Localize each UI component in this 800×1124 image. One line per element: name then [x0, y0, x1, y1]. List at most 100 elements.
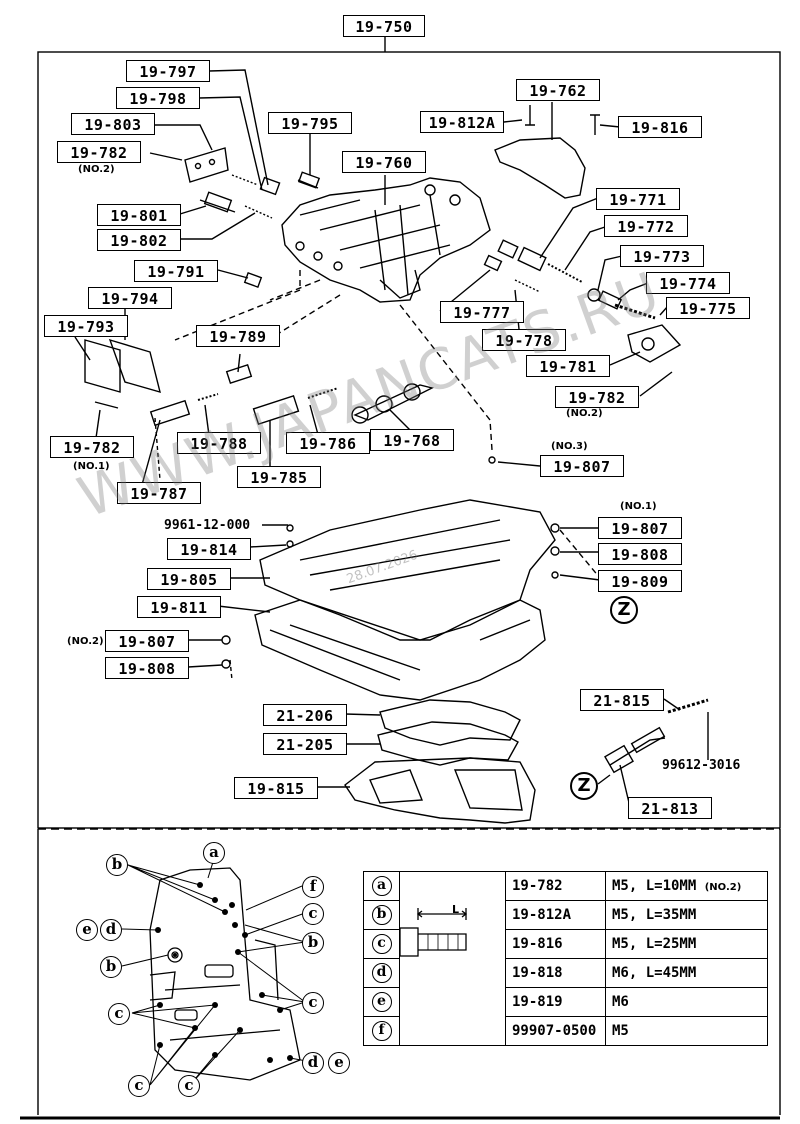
part-label: 21-815 — [580, 689, 664, 711]
part-number-text: 99612-3016 — [662, 758, 741, 773]
part-label: 19-782 — [50, 436, 134, 458]
part-label: 19-793 — [44, 315, 128, 337]
assembly-label: 19-750 — [343, 15, 425, 37]
part-number-cell: 19-819 — [505, 987, 606, 1017]
part-label: 19-768 — [370, 429, 454, 451]
table-row: f 99907-0500 M5 — [363, 1016, 768, 1046]
spec-cell: M5, L=10MM (NO.2) — [605, 871, 768, 901]
plan-marker: c — [302, 903, 324, 925]
part-label: 19-805 — [147, 568, 231, 590]
part-label: 19-782 — [555, 386, 639, 408]
part-label: 19-815 — [234, 777, 318, 799]
plan-marker: f — [302, 876, 324, 898]
spec-cell: M5 — [605, 1016, 768, 1046]
part-label: 19-785 — [237, 466, 321, 488]
part-label: 19-808 — [105, 657, 189, 679]
separator-19-793 — [84, 339, 121, 393]
part-label: 19-797 — [126, 60, 210, 82]
part-label: 21-206 — [263, 704, 347, 726]
part-label: 19-807 — [598, 517, 682, 539]
part-label: 19-777 — [440, 301, 524, 323]
part-number-cell: 19-818 — [505, 958, 606, 988]
plan-marker: b — [302, 932, 324, 954]
part-label: 21-813 — [628, 797, 712, 819]
part-label: 19-809 — [598, 570, 682, 592]
bolt-spec-table: a L 19-782 M5, L=10MM (NO.2) b 19-812A M… — [363, 871, 768, 1046]
zone-marker-z: Z — [610, 596, 638, 624]
part-note: (NO.2) — [67, 636, 104, 647]
spec-cell: M6, L=45MM — [605, 958, 768, 988]
part-label: 19-816 — [618, 116, 702, 138]
upper-valve-body — [281, 177, 491, 303]
table-row: d 19-818 M6, L=45MM — [363, 958, 768, 988]
table-row: b 19-812A M5, L=35MM — [363, 900, 768, 930]
part-label: 19-778 — [482, 329, 566, 351]
part-number-cell: 19-812A — [505, 900, 606, 930]
part-label: 19-814 — [167, 538, 251, 560]
part-label: 19-798 — [116, 87, 200, 109]
table-row: c 19-816 M5, L=25MM — [363, 929, 768, 959]
plan-marker: e — [76, 919, 98, 941]
plan-marker: a — [203, 842, 225, 864]
row-key-cell: e — [363, 987, 400, 1017]
plan-marker: b — [106, 854, 128, 876]
part-label: 19-774 — [646, 272, 730, 294]
plan-view-diagram — [149, 867, 301, 1081]
part-label: 19-782 — [57, 141, 141, 163]
part-label: 19-808 — [598, 543, 682, 565]
part-number-cell: 19-782 — [505, 871, 606, 901]
part-label: 19-794 — [88, 287, 172, 309]
bolt-spec: M5, L=10MM — [612, 878, 697, 894]
part-label: 19-807 — [540, 455, 624, 477]
part-note: (NO.1) — [620, 501, 657, 512]
part-number-cell: 99907-0500 — [505, 1016, 606, 1046]
spec-cell: M5, L=25MM — [605, 929, 768, 959]
part-label: 19-771 — [596, 188, 680, 210]
zone-marker-z: Z — [570, 772, 598, 800]
separator-19-794 — [108, 338, 161, 394]
part-label: 19-802 — [97, 229, 181, 251]
diagram-frame — [37, 51, 781, 829]
plan-marker: c — [178, 1075, 200, 1097]
plate-screws — [525, 105, 600, 135]
bolt-sketch-cell: L — [399, 871, 506, 1046]
separator-plate-19-805 — [259, 499, 556, 641]
row-key-cell: c — [363, 929, 400, 959]
spec-cell: M6 — [605, 987, 768, 1017]
row-key: c — [371, 934, 392, 954]
part-label: 19-787 — [117, 482, 201, 504]
part-label: 19-773 — [620, 245, 704, 267]
row-key-cell: f — [363, 1016, 400, 1046]
part-label: 19-811 — [137, 596, 221, 618]
lower-valve-body-19-811 — [254, 599, 546, 701]
oil-strainer-19-815 — [344, 757, 536, 824]
row-key: f — [371, 1021, 392, 1041]
part-label: 21-205 — [263, 733, 347, 755]
part-label: 19-789 — [196, 325, 280, 347]
row-key: b — [371, 905, 392, 925]
row-key: e — [371, 992, 392, 1012]
part-note: (NO.3) — [551, 441, 588, 452]
plan-marker: b — [100, 956, 122, 978]
part-label: 19-803 — [71, 113, 155, 135]
part-label: 19-786 — [286, 432, 370, 454]
bolt-note: (NO.2) — [704, 882, 742, 893]
cover-plate-19-762 — [494, 137, 586, 199]
table-row: a L 19-782 M5, L=10MM (NO.2) — [363, 871, 768, 1046]
part-label: 19-795 — [268, 112, 352, 134]
part-note: (NO.1) — [73, 461, 110, 472]
part-label: 19-791 — [134, 260, 218, 282]
part-label: 19-760 — [342, 151, 426, 173]
plan-marker: d — [100, 919, 122, 941]
part-label: 19-812A — [420, 111, 504, 133]
row-key: a — [371, 876, 392, 896]
end-plate-19-781 — [627, 324, 682, 363]
row-key-cell: d — [363, 958, 400, 988]
part-number-cell: 19-816 — [505, 929, 606, 959]
part-note: (NO.2) — [78, 164, 115, 175]
part-label: 19-781 — [526, 355, 610, 377]
plan-marker: e — [328, 1052, 350, 1074]
part-number-text: 9961-12-000 — [164, 518, 251, 533]
dimension-label: L — [452, 903, 460, 916]
